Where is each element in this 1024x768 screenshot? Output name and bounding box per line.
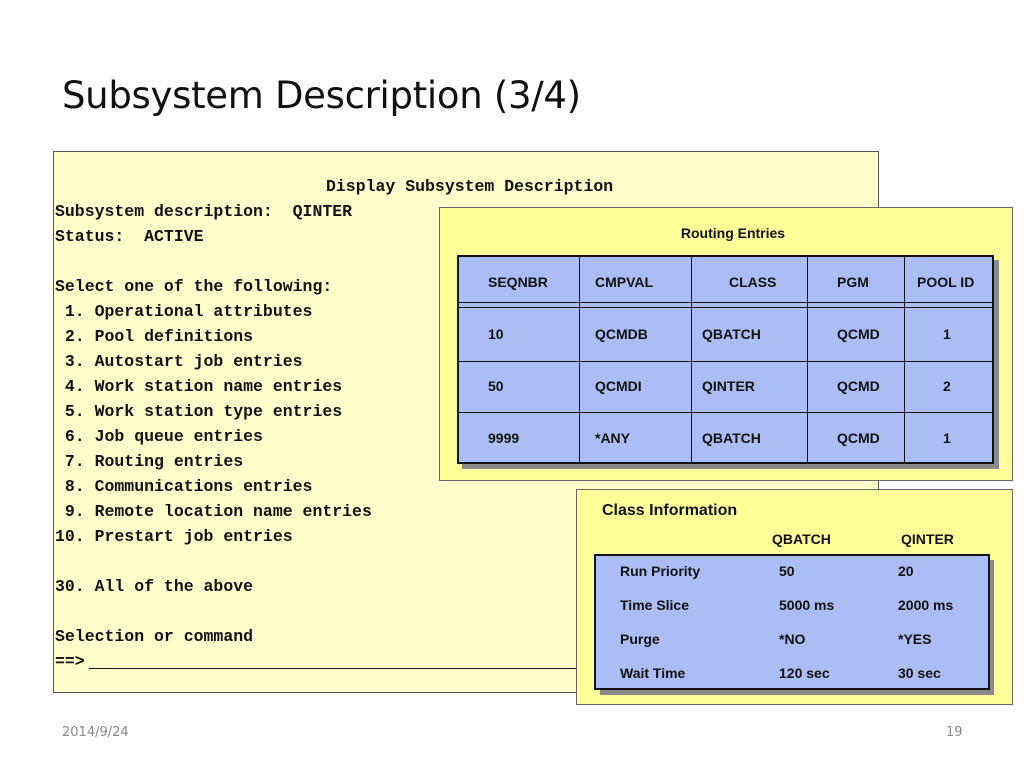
class-row-qbatch: 5000 ms [779,597,835,613]
page-number: 19 [946,725,963,740]
header-divider [459,302,992,303]
routing-table: SEQNBR CMPVAL CLASS PGM POOL ID 10 QCMDB… [457,255,994,464]
class-column-qinter: QINTER [901,531,954,547]
subsystem-line: Subsystem description: QINTER [55,202,353,221]
class-column-qbatch: QBATCH [772,531,831,547]
class-row-qbatch: 50 [779,563,795,579]
column-header-pgm: PGM [837,274,869,290]
routing-row-3-cmpval: *ANY [595,430,631,446]
command-input[interactable] [89,668,589,669]
routing-row-1-class: QBATCH [702,326,761,342]
class-row-qinter: 30 sec [898,665,941,681]
routing-row-2-pool-id: 2 [943,378,951,394]
column-divider [807,257,808,462]
routing-row-2-class: QINTER [702,378,755,394]
row-divider [459,412,992,413]
routing-row-2-seqnbr: 50 [488,378,504,394]
menu-option-8[interactable]: 8. Communications entries [55,477,313,496]
routing-row-3-seqnbr: 9999 [488,430,520,446]
header-divider [459,307,992,308]
routing-row-3-class: QBATCH [702,430,761,446]
menu-option-10[interactable]: 10. Prestart job entries [55,527,293,546]
menu-option-4[interactable]: 4. Work station name entries [55,377,343,396]
column-divider [904,257,905,462]
column-header-seqnbr: SEQNBR [488,274,548,290]
class-table: Run Priority 50 20 Time Slice 5000 ms 20… [594,554,990,690]
class-row-label: Run Priority [620,563,701,579]
routing-row-2-pgm: QCMD [837,378,880,394]
class-row-qbatch: 120 sec [779,665,830,681]
routing-row-2-cmpval: QCMDI [595,378,642,394]
command-prompt: ==> [55,652,85,671]
column-divider [691,257,692,462]
routing-row-1-pgm: QCMD [837,326,880,342]
slide-title: Subsystem Description (3/4) [62,74,581,117]
status-line: Status: ACTIVE [55,227,204,246]
column-divider [579,257,580,462]
menu-option-7[interactable]: 7. Routing entries [55,452,244,471]
routing-row-3-pool-id: 1 [943,430,951,446]
routing-row-1-seqnbr: 10 [488,326,504,342]
footer-date: 2014/9/24 [62,725,129,740]
menu-option-1[interactable]: 1. Operational attributes [55,302,313,321]
routing-entries-panel: Routing Entries SEQNBR CMPVAL CLASS PGM … [439,207,1013,481]
column-header-cmpval: CMPVAL [595,274,654,290]
class-row-label: Purge [620,631,660,647]
selection-label: Selection or command [55,627,254,646]
menu-option-30[interactable]: 30. All of the above [55,577,254,596]
menu-prompt: Select one of the following: [55,277,333,296]
routing-entries-title: Routing Entries [680,225,786,241]
column-header-class: CLASS [729,274,777,290]
routing-row-1-cmpval: QCMDB [595,326,648,342]
row-divider [459,361,992,362]
menu-option-9[interactable]: 9. Remote location name entries [55,502,372,521]
menu-option-3[interactable]: 3. Autostart job entries [55,352,303,371]
menu-option-2[interactable]: 2. Pool definitions [55,327,254,346]
menu-option-6[interactable]: 6. Job queue entries [55,427,263,446]
class-row-label: Wait Time [620,665,686,681]
routing-row-3-pgm: QCMD [837,430,880,446]
class-row-qinter: 20 [898,563,914,579]
class-information-panel: Class Information QBATCH QINTER Run Prio… [576,489,1013,705]
class-row-qinter: 2000 ms [898,597,954,613]
screen-heading: Display Subsystem Description [326,177,614,196]
menu-option-5[interactable]: 5. Work station type entries [55,402,343,421]
class-row-qinter: *YES [898,631,932,647]
routing-row-1-pool-id: 1 [943,326,951,342]
column-header-pool-id: POOL ID [917,274,975,290]
class-row-qbatch: *NO [779,631,806,647]
class-information-title: Class Information [602,502,738,519]
class-row-label: Time Slice [620,597,690,613]
